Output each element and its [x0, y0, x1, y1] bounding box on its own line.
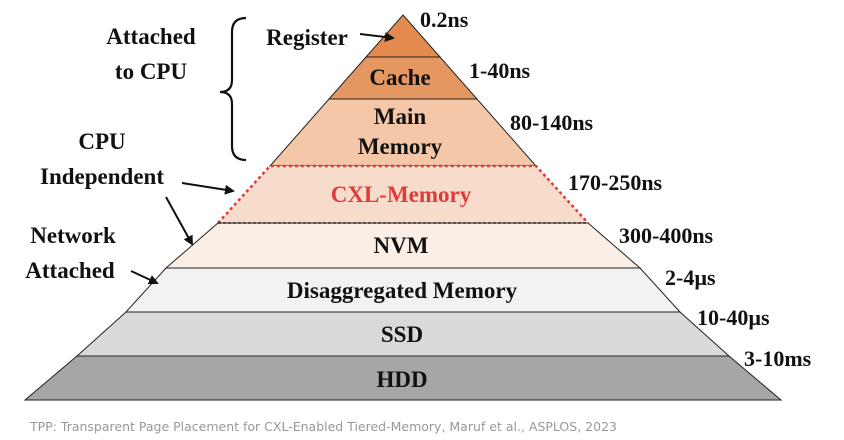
tier-main-memory-label-line2: Memory [358, 134, 443, 159]
tier-nvm-label: NVM [374, 233, 429, 258]
tier-ssd-label: SSD [381, 322, 423, 347]
side-label-attached-line1: Attached [106, 24, 196, 49]
tier-hdd-label: HDD [376, 367, 427, 392]
citation-caption: TPP: Transparent Page Placement for CXL-… [29, 419, 617, 434]
side-label-cpu-independent-line1: CPU [78, 129, 126, 154]
latency-ssd: 10-40µs [697, 305, 770, 330]
register-arrow [359, 32, 395, 43]
side-label-cpu-independent-line2: Independent [40, 164, 164, 189]
tier-main-memory-label-line1: Main [374, 104, 427, 129]
network-attached-arrow-lower [130, 270, 159, 285]
latency-cxl-memory: 170-250ns [568, 170, 663, 195]
side-label-attached-line2: to CPU [115, 59, 188, 84]
attached-to-cpu-brace [219, 16, 247, 162]
cxl-memory-dotted-border [217, 164, 589, 224]
network-attached-arrow-upper [165, 196, 193, 246]
latency-cache: 1-40ns [469, 58, 531, 83]
side-label-network-line2: Attached [25, 258, 115, 283]
latency-hdd: 3-10ms [744, 346, 812, 371]
tier-register-label: Register [266, 25, 348, 50]
tier-disaggregated-memory-label: Disaggregated Memory [287, 278, 518, 303]
tier-hdd-band [23, 355, 783, 401]
side-label-network-line1: Network [30, 223, 116, 248]
latency-main-memory: 80-140ns [510, 110, 594, 135]
tier-cxl-memory-label: CXL-Memory [331, 182, 472, 207]
latency-nvm: 300-400ns [619, 223, 714, 248]
cpu-independent-arrow [181, 182, 235, 195]
tier-cache-label: Cache [369, 65, 430, 90]
latency-register: 0.2ns [420, 7, 469, 32]
latency-disaggregated-memory: 2-4µs [665, 265, 716, 290]
tier-cxl-memory-band [218, 166, 588, 223]
